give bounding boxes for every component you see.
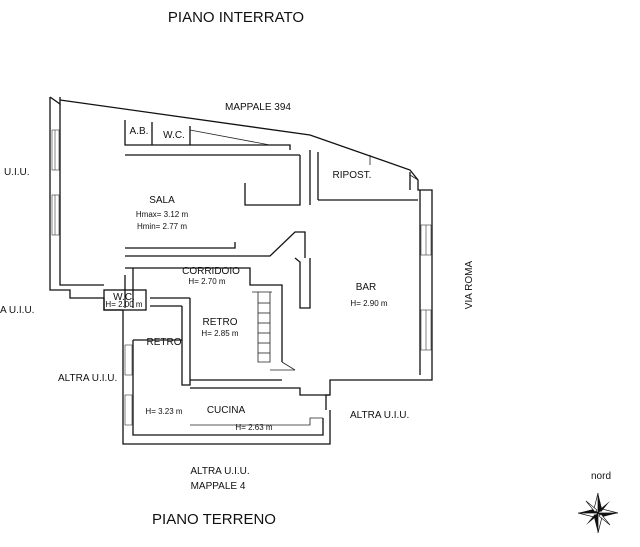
label-uiu-west-upper: U.I.U. [4, 167, 30, 178]
interior-walls [103, 120, 418, 396]
room-sala-hmax: Hmax= 3.12 m [136, 210, 189, 219]
north-compass-icon: nord [577, 471, 619, 534]
room-sala: SALA [149, 195, 175, 206]
room-cucina: CUCINA [207, 405, 246, 416]
label-altra-uiu-west: ALTRA U.I.U. [58, 373, 117, 384]
room-ripost: RIPOST. [333, 170, 372, 181]
windows [51, 129, 432, 426]
label-via-roma: VIA ROMA [464, 261, 475, 310]
room-retro-center: RETRO [203, 317, 238, 328]
room-wc-lower-height: H= 2.00 m [105, 300, 142, 309]
room-wc-top: W.C. [163, 130, 185, 141]
label-mappale-4: MAPPALE 4 [191, 481, 246, 492]
room-bar-height: H= 2.90 m [350, 299, 387, 308]
room-ab: A.B. [130, 126, 149, 137]
room-cucina-height-left: H= 3.23 m [145, 407, 182, 416]
label-altra-uiu-south: ALTRA U.I.U. [190, 466, 249, 477]
label-uiu-west-middle: A U.I.U. [0, 305, 34, 316]
room-wc-lower: W.C. [113, 292, 135, 303]
title-piano-terreno: PIANO TERRENO [152, 511, 276, 528]
room-retro-left: RETRO [147, 337, 182, 348]
title-piano-interrato: PIANO INTERRATO [168, 9, 304, 26]
label-altra-uiu-east: ALTRA U.I.U. [350, 410, 409, 421]
room-retro-center-height: H= 2.85 m [201, 329, 238, 338]
label-mappale-394: MAPPALE 394 [225, 102, 291, 113]
compass-label: nord [591, 471, 611, 482]
outer-walls [49, 96, 433, 445]
room-corridoio: CORRIDOIO [182, 266, 240, 277]
room-cucina-height-right: H= 2.63 m [235, 423, 272, 432]
room-sala-hmin: Hmin= 2.77 m [137, 222, 187, 231]
room-bar: BAR [356, 282, 377, 293]
room-corridoio-height: H= 2.70 m [188, 277, 225, 286]
